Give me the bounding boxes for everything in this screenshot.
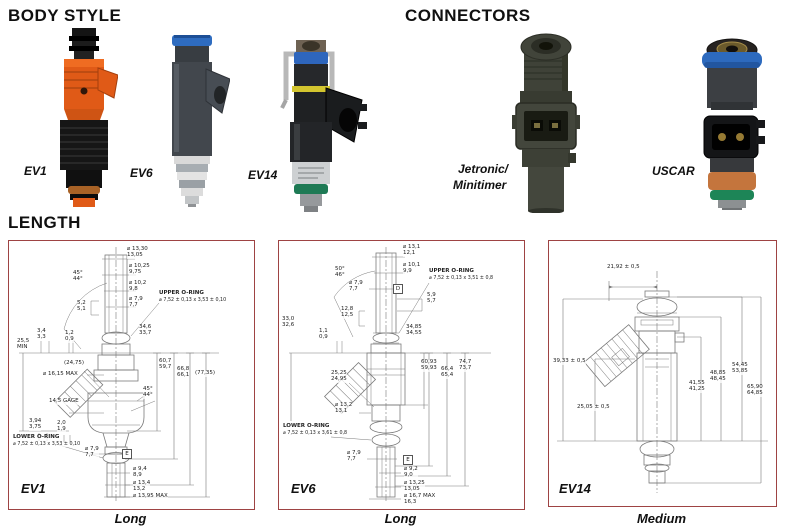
dim-label: (77,35) xyxy=(195,370,216,377)
dim-label: ⌀ 16,15 MAX xyxy=(43,371,78,378)
ev6-dimension-drawing xyxy=(289,247,491,503)
dim-label: 25,25 24,95 xyxy=(331,370,347,383)
ev1-length-caption: Long xyxy=(114,511,147,526)
length-heading: LENGTH xyxy=(8,213,81,232)
dim-label: 39,33 ± 0,5 xyxy=(553,358,586,365)
dim-label: 34,85 34,55 xyxy=(406,324,422,337)
dim-label: 5,2 5,1 xyxy=(77,300,86,313)
ev6-injector-photo xyxy=(158,35,231,207)
dim-label: ⌀ 16,7 MAX 16,3 xyxy=(404,493,436,506)
dim-label: 54,45 53,85 xyxy=(732,362,748,375)
dim-label: 45° 44° xyxy=(73,270,83,283)
ev1-label: EV1 xyxy=(24,164,47,178)
dim-label: (24,75) xyxy=(64,360,85,367)
upper-oring-title: UPPER O-RING xyxy=(429,268,474,275)
dim-label: 1,1 0,9 xyxy=(319,328,328,341)
dim-label: 65,90 64,85 xyxy=(747,384,763,397)
dim-label: 5,9 5,7 xyxy=(427,292,436,305)
datum-box-e: E xyxy=(122,449,132,459)
lower-oring-title: LOWER O-RING xyxy=(13,434,60,441)
dim-label: 14,5 GAGE xyxy=(49,398,79,405)
dim-label: 12,8 12,5 xyxy=(341,306,354,319)
dim-label: 25,05 ± 0,5 xyxy=(577,404,610,411)
panel-id: EV14 xyxy=(559,481,591,496)
jetronic-label-line2: Minitimer xyxy=(453,178,507,192)
dim-label: ⌀ 9,4 8,9 xyxy=(133,466,147,479)
ev6-label: EV6 xyxy=(130,166,153,180)
dim-label: 3,94 3,75 xyxy=(29,418,42,431)
dim-label: 45° 44° xyxy=(143,386,153,399)
dim-label: 34,6 33,7 xyxy=(139,324,152,337)
upper-oring-title: UPPER O-RING xyxy=(159,290,204,297)
dim-label: 21,92 ± 0,5 xyxy=(607,264,640,271)
dim-label: ⌀ 7,9 7,7 xyxy=(349,280,363,293)
dim-label: ⌀ 7,9 7,7 xyxy=(347,450,361,463)
ev6-length-caption: Long xyxy=(384,511,417,526)
ev6-dimension-panel: ⌀ 13,1 12,1 ⌀ 10,1 9,9 ⌀ 7,9 7,7 D UPPER… xyxy=(278,240,525,510)
datum-box-e: E xyxy=(403,455,413,465)
dim-label: 66,4 65,4 xyxy=(441,366,454,379)
dim-label: ⌀ 13,1 12,1 xyxy=(403,244,421,257)
ev1-injector-photo xyxy=(50,28,119,208)
uscar-connector-photo xyxy=(700,38,766,210)
ev14-label: EV14 xyxy=(248,168,278,182)
ev14-injector-photo xyxy=(270,38,370,214)
lower-oring-title: LOWER O-RING xyxy=(283,423,330,430)
dim-label: 1,2 0,9 xyxy=(65,330,74,343)
ev14-dimension-panel: 21,92 ± 0,5 39,33 ± 0,5 25,05 ± 0,5 41,5… xyxy=(548,240,777,507)
dim-label: 25,5 MIN xyxy=(17,338,30,351)
dim-label: 74,7 73,7 xyxy=(459,359,472,372)
datum-box-d: D xyxy=(393,284,403,294)
dim-label: ⌀ 7,9 7,7 xyxy=(129,296,143,309)
dim-label: ⌀ 13,2 13,1 xyxy=(335,402,353,415)
jetronic-connector-photo xyxy=(512,33,580,214)
lower-oring-spec: ⌀ 7,52 ± 0,13 x 3,53 ± 0,10 xyxy=(13,442,81,448)
dim-label: ⌀ 10,1 9,9 xyxy=(403,262,421,275)
panel-id: EV6 xyxy=(291,481,316,496)
dim-label: ⌀ 13,4 13,2 xyxy=(133,480,151,493)
panel-id: EV1 xyxy=(21,481,46,496)
dim-label: 66,8 66,1 xyxy=(177,366,190,379)
dim-label: ⌀ 10,25 9,75 xyxy=(129,263,150,276)
ev14-length-caption: Medium xyxy=(636,511,687,526)
ev1-dimension-panel: ⌀ 13,30 13,05 ⌀ 10,25 9,75 ⌀ 10,2 9,8 ⌀ … xyxy=(8,240,255,510)
upper-oring-spec: ⌀ 7,52 ± 0,13 x 3,53 ± 0,10 xyxy=(159,298,227,304)
dim-label: 2,0 1,9 xyxy=(57,420,66,433)
dim-label: 50° 46° xyxy=(335,266,345,279)
dim-label: 41,55 41,25 xyxy=(689,380,705,393)
dim-label: ⌀ 10,2 9,8 xyxy=(129,280,147,293)
dim-label: 48,85 48,45 xyxy=(710,370,726,383)
ev1-dimension-drawing xyxy=(19,247,219,503)
jetronic-label-line1: Jetronic/ xyxy=(458,162,509,176)
connectors-heading: CONNECTORS xyxy=(405,6,531,25)
body-style-heading: BODY STYLE xyxy=(8,6,122,25)
dim-label: ⌀ 9,2 9,0 xyxy=(404,466,418,479)
dim-label: ⌀ 13,25 13,05 xyxy=(404,480,425,493)
uscar-label: USCAR xyxy=(652,164,695,178)
dim-label: ⌀ 13,95 MAX xyxy=(133,493,168,500)
lower-oring-spec: ⌀ 7,52 ± 0,13 x 3,61 ± 0,8 xyxy=(283,431,348,437)
dim-label: 60,93 59,93 xyxy=(421,359,437,372)
dim-label: ⌀ 7,9 7,7 xyxy=(85,446,99,459)
dim-label: 3,4 3,3 xyxy=(37,328,46,341)
upper-oring-spec: ⌀ 7,52 ± 0,13 x 3,51 ± 0,8 xyxy=(429,276,494,282)
dim-label: 33,0 32,6 xyxy=(282,316,295,329)
dim-label: ⌀ 13,30 13,05 xyxy=(127,246,148,259)
dim-label: 60,7 59,7 xyxy=(159,358,172,371)
